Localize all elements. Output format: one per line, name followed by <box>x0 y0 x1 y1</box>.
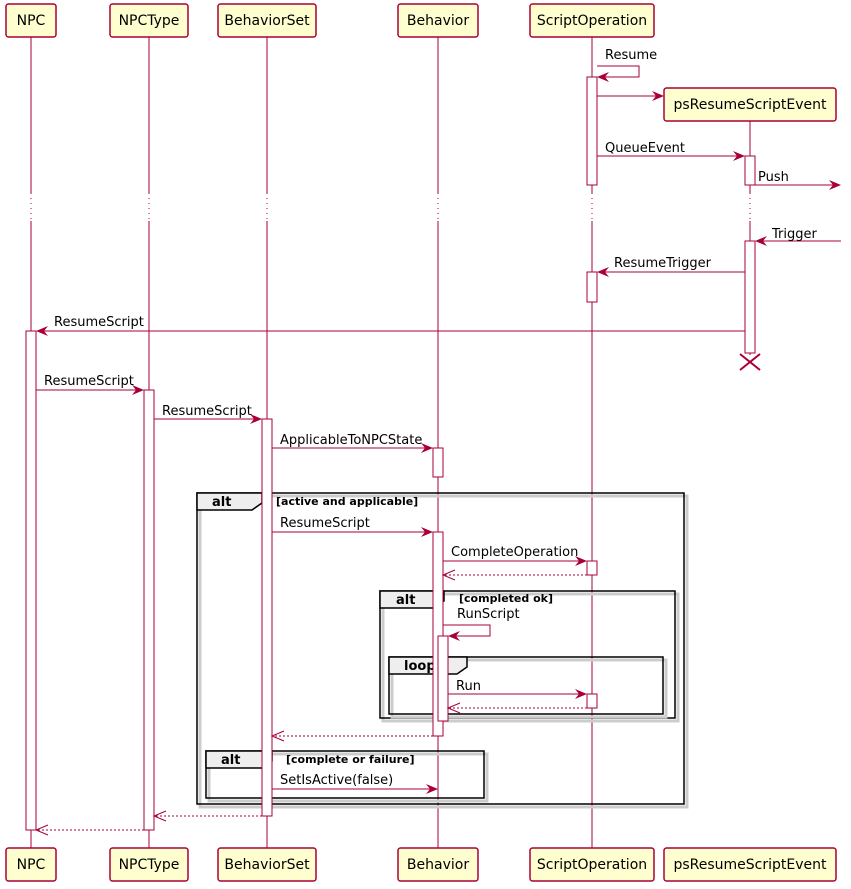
participant-npc[interactable]: NPC <box>5 3 57 38</box>
participant-scriptop-label: ScriptOperation <box>537 13 647 29</box>
messages: Resume QueueEvent Push Trigger <box>34 48 841 836</box>
activation-npc <box>25 330 37 831</box>
message-push: Push <box>755 170 841 190</box>
activation-behavior-3 <box>437 635 449 722</box>
participant-event-bottom-label: psResumeScriptEvent <box>673 857 827 873</box>
delay-section <box>0 193 851 221</box>
frame-loop-title: loop <box>404 659 436 674</box>
participant-event-label: psResumeScriptEvent <box>673 97 827 113</box>
message-resume: Resume <box>597 48 657 82</box>
message-set-is-active: SetIsActive(false) <box>272 773 438 794</box>
message-resume-script-behavior-label: ResumeScript <box>280 516 370 531</box>
message-resume-script-npc: ResumeScript <box>36 315 745 336</box>
frame-alt-outer-condition: [active and applicable] <box>276 495 418 508</box>
participant-scriptop[interactable]: ScriptOperation <box>529 3 655 38</box>
message-push-label: Push <box>758 170 789 185</box>
message-complete-operation: CompleteOperation <box>443 545 587 566</box>
participant-npctype[interactable]: NPCType <box>109 3 189 38</box>
message-set-is-active-label: SetIsActive(false) <box>280 773 393 788</box>
activations <box>25 76 756 831</box>
message-run-script: RunScript <box>443 607 520 641</box>
participant-npc-bottom-label: NPC <box>17 857 46 873</box>
message-behavior-return <box>270 730 433 742</box>
participant-behavior-bottom-label: Behavior <box>407 857 469 873</box>
message-run: Run <box>448 679 587 699</box>
participant-scriptop-bottom-label: ScriptOperation <box>537 857 647 873</box>
message-resume-script-behavior: ResumeScript <box>272 516 433 537</box>
message-complete-operation-label: CompleteOperation <box>451 545 578 560</box>
message-resume-script-behaviorset: ResumeScript <box>154 404 262 424</box>
frame-alt-completed: alt [completed ok] <box>379 590 680 723</box>
participant-behavior[interactable]: Behavior <box>397 3 479 38</box>
message-npctype-return <box>34 824 144 836</box>
activation-behavior-2 <box>432 531 444 737</box>
participant-npctype-bottom-label: NPCType <box>119 857 180 873</box>
participant-scriptop-bottom[interactable]: ScriptOperation <box>529 847 655 882</box>
message-resume-trigger-label: ResumeTrigger <box>614 256 712 271</box>
participant-event-bottom[interactable]: psResumeScriptEvent <box>663 847 837 882</box>
message-applicable-label: ApplicableToNPCState <box>280 433 422 448</box>
message-queue-event-label: QueueEvent <box>605 141 685 156</box>
destroy-marker <box>739 353 761 371</box>
message-resume-script-behaviorset-label: ResumeScript <box>162 404 252 419</box>
frame-loop: loop <box>388 656 668 719</box>
message-trigger: Trigger <box>755 227 841 246</box>
message-resume-label: Resume <box>605 48 657 63</box>
participant-event-created[interactable]: psResumeScriptEvent <box>663 87 837 122</box>
message-complete-operation-return <box>441 569 587 581</box>
message-behaviorset-return <box>152 810 262 822</box>
activation-behavior-1 <box>432 447 444 478</box>
participants-top: NPC NPCType BehaviorSet Behavior ScriptO… <box>5 3 837 122</box>
participant-behavior-label: Behavior <box>407 13 469 29</box>
message-run-return <box>446 702 587 714</box>
participant-behavior-bottom[interactable]: Behavior <box>397 847 479 882</box>
participant-npc-bottom[interactable]: NPC <box>5 847 57 882</box>
activation-scriptop-4 <box>586 693 598 709</box>
message-queue-event: QueueEvent <box>597 141 745 161</box>
message-resume-script-npctype-label: ResumeScript <box>44 374 134 389</box>
participant-npctype-label: NPCType <box>119 13 180 29</box>
message-trigger-label: Trigger <box>771 227 817 242</box>
activation-scriptop-2 <box>586 271 598 303</box>
message-applicable: ApplicableToNPCState <box>272 433 433 453</box>
activation-event-2 <box>744 240 756 354</box>
frame-alt-failure-title: alt <box>221 753 240 768</box>
participant-behaviorset-label: BehaviorSet <box>224 13 310 29</box>
message-run-label: Run <box>456 679 481 694</box>
activation-behaviorset <box>261 418 273 817</box>
participant-npc-label: NPC <box>17 13 46 29</box>
participant-npctype-bottom[interactable]: NPCType <box>109 847 189 882</box>
frame-alt-outer-title: alt <box>212 495 231 510</box>
frame-alt-outer: alt [active and applicable] <box>196 492 689 809</box>
activation-npctype <box>143 389 155 831</box>
message-run-script-label: RunScript <box>457 607 520 622</box>
frame-alt-completed-title: alt <box>396 593 415 608</box>
activation-scriptop-3 <box>586 560 598 576</box>
participant-behaviorset-bottom[interactable]: BehaviorSet <box>217 847 317 882</box>
frame-alt-failure: alt [complete or failure] <box>205 750 489 803</box>
participant-behaviorset[interactable]: BehaviorSet <box>217 3 317 38</box>
frame-alt-failure-condition: [complete or failure] <box>286 753 415 766</box>
message-resume-trigger: ResumeTrigger <box>597 256 745 277</box>
activation-event-1 <box>744 155 756 186</box>
activation-scriptop-1 <box>586 76 598 186</box>
message-create-event <box>597 91 664 101</box>
message-resume-script-npc-label: ResumeScript <box>54 315 144 330</box>
frame-alt-completed-condition: [completed ok] <box>459 592 553 605</box>
participants-bottom: NPC NPCType BehaviorSet Behavior ScriptO… <box>5 847 837 882</box>
participant-behaviorset-bottom-label: BehaviorSet <box>224 857 310 873</box>
message-resume-script-npctype: ResumeScript <box>36 374 144 395</box>
